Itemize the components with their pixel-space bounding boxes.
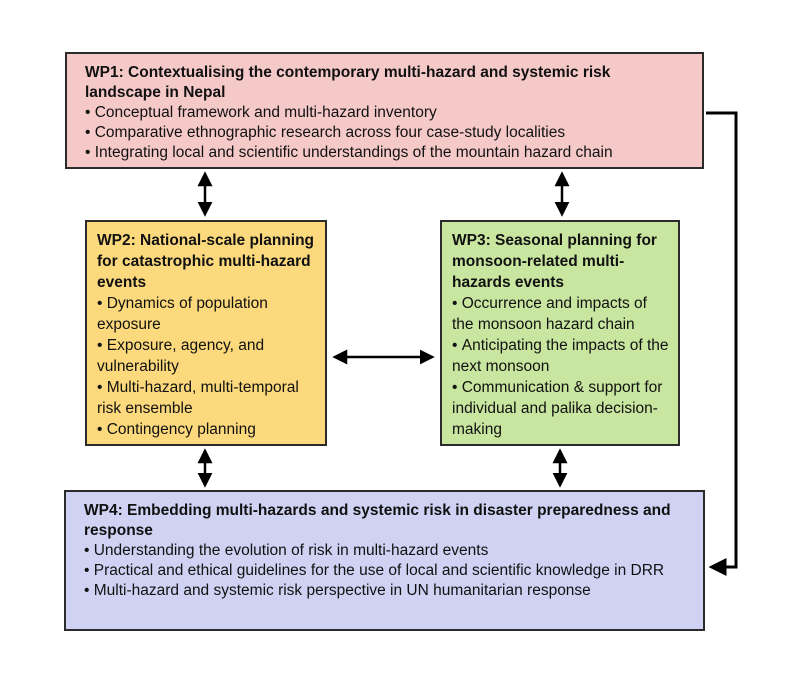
wp3-box: WP3: Seasonal planning for monsoon-relat… <box>440 220 680 446</box>
wp4-title: WP4: Embedding multi-hazards and systemi… <box>84 502 671 539</box>
wp2-item: Contingency planning <box>97 419 315 440</box>
wp4-item: Multi-hazard and systemic risk perspecti… <box>84 581 693 601</box>
wp3-item: Communication & support for individual a… <box>452 377 670 440</box>
wp4-list: Understanding the evolution of risk in m… <box>84 541 693 601</box>
wp1-box: WP1: Contextualising the contemporary mu… <box>65 52 704 169</box>
wp3-item: Anticipating the impacts of the next mon… <box>452 335 670 377</box>
wp1-list: Conceptual framework and multi-hazard in… <box>85 103 686 163</box>
wp2-title: WP2: National-scale planning for catastr… <box>97 232 315 291</box>
wp1-item: Integrating local and scientific underst… <box>85 143 686 163</box>
wp2-box: WP2: National-scale planning for catastr… <box>85 220 327 446</box>
wp2-item: Multi-hazard, multi-temporal risk ensemb… <box>97 377 315 419</box>
wp1-title: WP1: Contextualising the contemporary mu… <box>85 64 611 101</box>
wp2-item: Exposure, agency, and vulnerability <box>97 335 315 377</box>
wp1-wp4-side-arrow <box>706 111 738 576</box>
wp3-list: Occurrence and impacts of the monsoon ha… <box>452 293 670 440</box>
wp3-title: WP3: Seasonal planning for monsoon-relat… <box>452 232 657 291</box>
wp2-item: Dynamics of population exposure <box>97 293 315 335</box>
wp4-box: WP4: Embedding multi-hazards and systemi… <box>64 490 705 631</box>
wp1-item: Conceptual framework and multi-hazard in… <box>85 103 686 123</box>
wp2-list: Dynamics of population exposure Exposure… <box>97 293 315 440</box>
wp4-item: Practical and ethical guidelines for the… <box>84 561 693 581</box>
wp4-item: Understanding the evolution of risk in m… <box>84 541 693 561</box>
wp1-item: Comparative ethnographic research across… <box>85 123 686 143</box>
wp3-item: Occurrence and impacts of the monsoon ha… <box>452 293 670 335</box>
